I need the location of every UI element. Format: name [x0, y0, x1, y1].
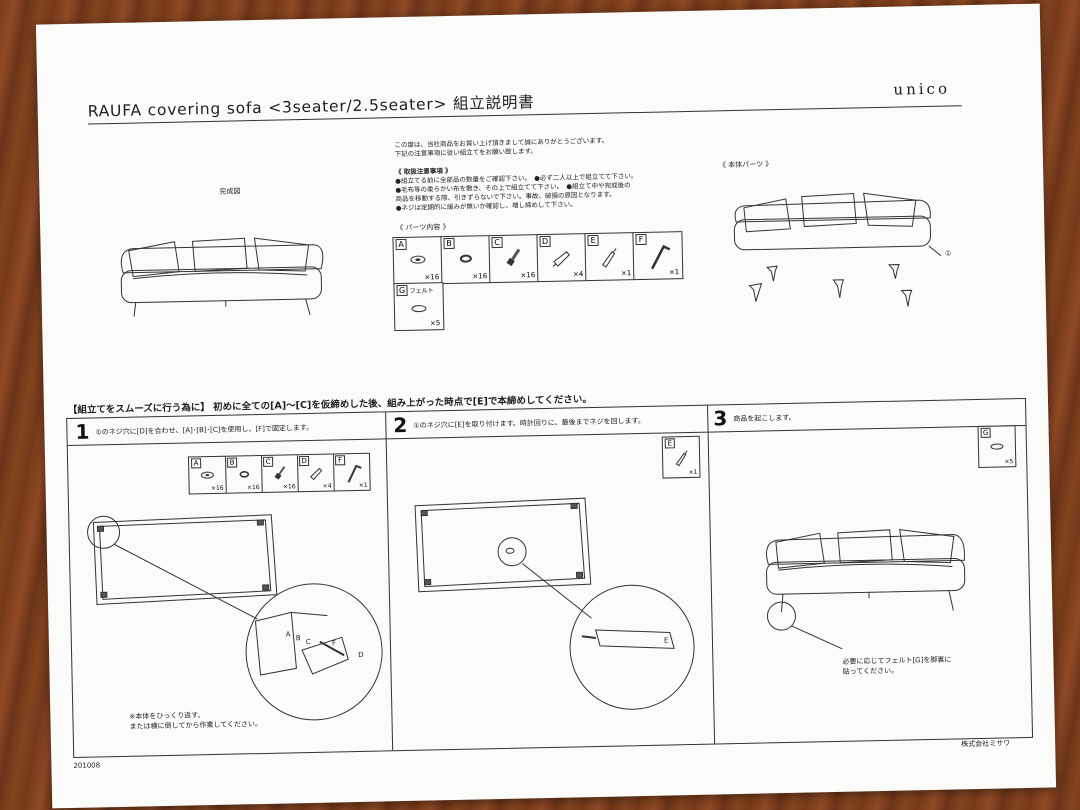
step-3-part-g: G ×5: [977, 425, 1017, 468]
body-part-marker: ①: [944, 249, 952, 258]
part-cell-a: A ×16: [392, 236, 444, 286]
sofa-leg-icon: [548, 244, 577, 273]
felt-pad-icon: [989, 442, 1005, 450]
step-1-text: ①のネジ穴に[D]を合わせ、[A]･[B]･[C]を使用し、[F]で固定します。: [95, 423, 314, 437]
sofa-leg-icon: [305, 463, 327, 485]
parts-title: 《 パーツ内容 》: [396, 222, 450, 233]
step-2-part-e: E ×1: [661, 435, 701, 479]
step-divider-1: [385, 412, 394, 751]
instruction-sheet: RAUFA covering sofa <3seater/2.5seater> …: [35, 3, 1057, 809]
bolt-icon: [506, 248, 521, 267]
step-1-part-a: A ×16: [188, 456, 227, 494]
completed-label: 完成図: [219, 187, 241, 196]
step-2-frame-illustration: E: [399, 486, 704, 712]
step-3-sofa-illustration: [759, 508, 982, 653]
short-leg-icon: [671, 447, 693, 469]
part-qty: ×16: [472, 272, 488, 281]
step-1-number: 1: [75, 419, 90, 444]
bolt-icon: [274, 466, 286, 480]
step-3-number: 3: [713, 406, 728, 431]
part-qty: ×1: [668, 268, 680, 277]
step-3-note-line-2: 貼ってください。: [842, 666, 899, 676]
part-letter: B: [227, 457, 238, 468]
part-qty: ×1: [688, 468, 698, 477]
spring-washer-icon: [456, 252, 476, 264]
step-1-part-d: D ×4: [296, 454, 335, 492]
brand-logo-text: unico: [893, 79, 951, 99]
short-leg-icon: [596, 243, 625, 272]
steps-frame: 1 ①のネジ穴に[D]を合わせ、[A]･[B]･[C]を使用し、[F]で固定しま…: [66, 397, 1034, 758]
hex-key-icon: [646, 242, 673, 273]
callout-label-c: C: [306, 638, 311, 646]
part-cell-g: G フェルト ×5: [393, 282, 445, 332]
part-qty: ×16: [282, 483, 296, 491]
felt-pad-icon: [409, 303, 429, 313]
callout-label-d: D: [358, 651, 364, 659]
part-qty: ×5: [1004, 458, 1014, 466]
part-qty: ×16: [424, 273, 440, 282]
document-code: 201008: [73, 761, 101, 770]
part-qty: ×4: [572, 270, 584, 279]
step-divider-2: [707, 405, 716, 744]
step-1-part-b: B ×16: [224, 455, 263, 493]
part-letter: G: [980, 427, 991, 438]
step-1-part-c: C ×16: [260, 455, 299, 492]
step-2-number: 2: [393, 412, 408, 438]
part-cell-c: C ×16: [488, 234, 540, 284]
step-2-text: ①のネジ穴に[E]を取り付けます。時計回りに、最後までネジを回します。: [413, 416, 645, 430]
body-parts-label: 《 本体パーツ 》: [718, 160, 773, 170]
hex-key-icon: [343, 462, 363, 486]
part-cell-e: E ×1: [584, 232, 636, 282]
part-qty: ×16: [520, 271, 536, 280]
washer-icon: [408, 253, 428, 265]
step-1-part-f: F ×1: [333, 454, 370, 491]
part-qty: ×16: [246, 484, 260, 492]
intro-line-2: 下記の注意事項に従い組立てをお願い致します。: [394, 147, 537, 159]
step-1-frame-illustration: A B C F D: [79, 499, 384, 725]
part-qty: ×5: [429, 319, 441, 328]
step-1-note-line-2: または横に倒してから作業してください。: [129, 720, 263, 731]
callout-label-a: A: [286, 630, 291, 638]
body-parts-illustration: [729, 174, 952, 319]
part-qty: ×4: [322, 482, 332, 490]
completed-sofa-illustration: [114, 217, 326, 321]
company-name: 株式会社ミサワ: [961, 739, 1011, 749]
part-qty: ×1: [358, 481, 368, 489]
part-letter: B: [443, 237, 455, 250]
part-qty: ×16: [210, 484, 224, 493]
part-name: フェルト: [409, 287, 434, 295]
spring-washer-icon: [237, 470, 251, 478]
part-cell-d: D ×4: [536, 233, 588, 283]
washer-icon: [199, 471, 215, 479]
part-qty: ×1: [620, 269, 632, 278]
part-letter: A: [191, 458, 202, 469]
part-letter: G: [396, 284, 408, 297]
part-letter: A: [395, 238, 407, 251]
callout-label-b: B: [296, 634, 301, 642]
document-title: RAUFA covering sofa <3seater/2.5seater> …: [87, 93, 535, 121]
callout-label-f: F: [332, 639, 336, 647]
part-cell-f: F ×1: [632, 231, 684, 281]
part-cell-b: B ×16: [440, 235, 492, 285]
step-1-parts-table: A ×16 B ×16 C ×16 D ×4 F ×1: [187, 452, 371, 495]
callout-label-e: E: [664, 636, 669, 644]
step-3-text: 商品を起こします。: [733, 413, 796, 424]
